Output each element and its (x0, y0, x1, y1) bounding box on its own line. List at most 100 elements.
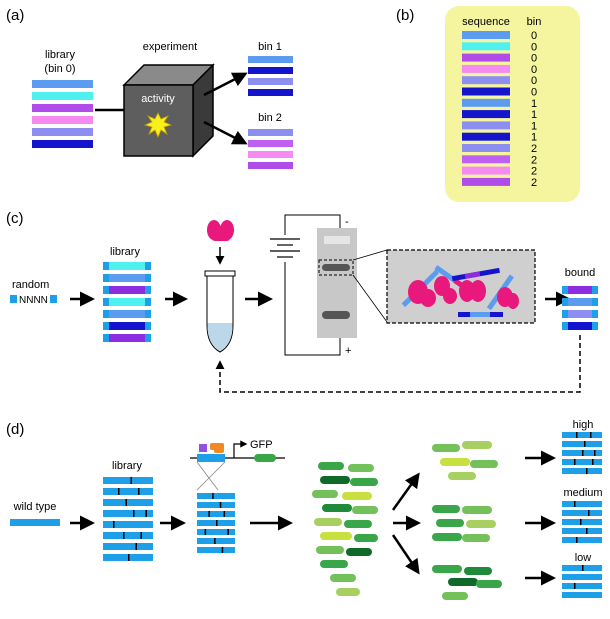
recycle-arrow (215, 335, 581, 393)
cell (320, 476, 350, 484)
table-sequence-bar (462, 53, 510, 62)
cell (466, 520, 496, 528)
mutation-mark (212, 493, 214, 499)
mutation-mark (130, 477, 132, 484)
library-sequence-core (109, 310, 145, 318)
library-label: library (45, 49, 75, 61)
table-sequence-bar (462, 132, 510, 141)
library-sequence (32, 92, 93, 100)
table-bin-value: 0 (531, 87, 537, 99)
low-stack (562, 565, 602, 598)
arrow-to-high-sort (391, 472, 420, 511)
mutation-mark (221, 547, 224, 553)
cell (442, 592, 468, 600)
mutation-mark (145, 510, 147, 517)
mutation-mark (586, 468, 588, 474)
random-flank-right (50, 295, 57, 303)
panel-a-label: (a) (6, 7, 24, 24)
high-variant (562, 468, 602, 474)
table-bin-value: 2 (531, 166, 537, 178)
mutation-mark (574, 583, 576, 589)
mutation-mark (216, 520, 218, 526)
gfp-label: GFP (250, 439, 273, 451)
library-variant (103, 510, 153, 517)
experiment-label: experiment (143, 41, 197, 53)
library-stack-d (103, 477, 153, 561)
table-bin-value: 2 (531, 143, 537, 155)
mutation-mark (113, 521, 115, 528)
cell (350, 478, 378, 486)
band-selection-box (318, 259, 354, 276)
library-sequence-core (109, 322, 145, 330)
table-bin-value: 1 (531, 132, 537, 144)
mutation-mark (588, 510, 590, 516)
gel-circuit: - + (270, 214, 388, 357)
table-bin-value: 0 (531, 75, 537, 87)
low-variant (562, 574, 602, 580)
starburst-icon (143, 112, 173, 139)
cell (348, 464, 374, 472)
cell (432, 533, 462, 541)
table-sequence-bar (462, 166, 510, 175)
cells-high (432, 441, 498, 480)
random-seq-text: NNNN (19, 295, 48, 306)
mutation-mark (135, 543, 137, 550)
library-sequence (32, 140, 93, 148)
library-sequence (32, 128, 93, 136)
bin2-label: bin 2 (258, 112, 282, 124)
cell (476, 580, 502, 588)
bound-sequence-core (568, 322, 592, 330)
bin2-sequence (248, 140, 293, 147)
bin2-sequence (248, 129, 293, 136)
bin1-stack (248, 56, 293, 96)
zoom-inset (386, 249, 536, 324)
cell (462, 441, 492, 449)
high-variant (562, 432, 602, 438)
table-sequence-bar (462, 64, 510, 73)
promoter-arrow-icon (233, 440, 248, 458)
library-stack (32, 80, 93, 148)
mutation-mark (219, 502, 222, 508)
library-sequence-core (109, 286, 145, 294)
random-flank-left (10, 295, 17, 303)
panel-c-label: (c) (6, 210, 24, 227)
table-bin-value: 1 (531, 109, 537, 121)
bin1-sequence (248, 56, 293, 63)
tube-icon (204, 270, 236, 353)
clone-stack (197, 493, 235, 553)
cell (314, 518, 342, 526)
mutation-mark (118, 488, 120, 495)
clone-variant (197, 502, 235, 508)
table-bin-value: 0 (531, 64, 537, 76)
cell (336, 588, 360, 596)
zoom-line-top (352, 249, 388, 261)
clone-variant (197, 538, 235, 544)
bound-label: bound (565, 267, 596, 279)
mutation-mark (133, 510, 135, 517)
table-bin-value: 2 (531, 177, 537, 189)
cell-population (312, 462, 378, 596)
clone-variant (197, 511, 235, 517)
mutation-mark (582, 450, 584, 456)
mutation-mark (223, 511, 226, 517)
table-bin-value: 1 (531, 98, 537, 110)
reporter-construct: GFP (190, 439, 285, 491)
table-sequence-bar (462, 110, 510, 119)
panel-d-label: (d) (6, 421, 24, 438)
mutation-mark (128, 554, 130, 561)
cell (448, 472, 476, 480)
panel-a: (a) library (bin 0) experiment activity … (6, 7, 293, 169)
cells-medium (432, 505, 496, 542)
table-sequence-bar (462, 87, 510, 96)
medium-label: medium (563, 487, 602, 499)
plus-sign: + (345, 345, 351, 357)
library-sequence-core (109, 262, 145, 270)
bin-column-header: bin (527, 16, 542, 28)
library-label-d: library (112, 460, 142, 472)
mutation-mark (125, 499, 127, 506)
mutation-mark (584, 441, 586, 447)
wild-type-sequence (10, 519, 60, 526)
gfp-gene (254, 454, 276, 462)
